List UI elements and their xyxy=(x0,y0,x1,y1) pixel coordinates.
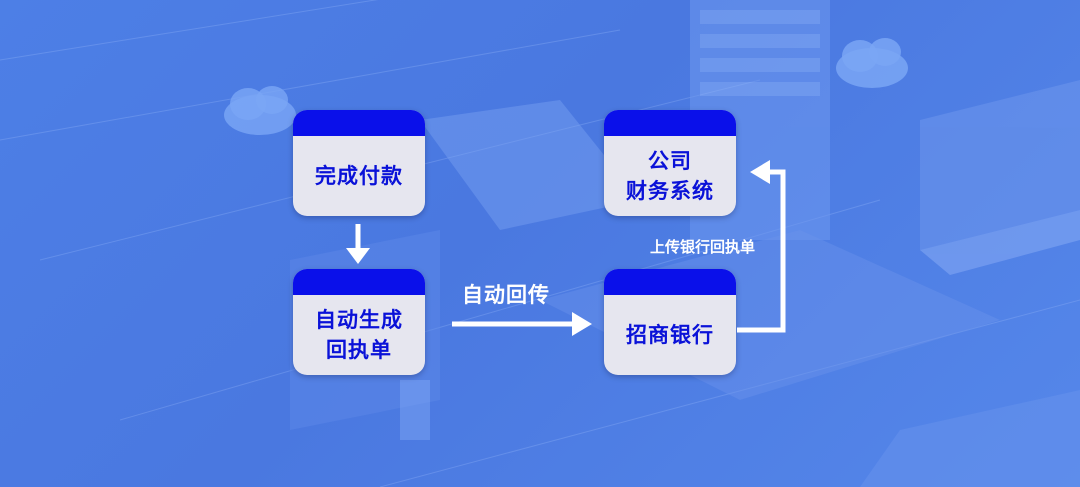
node-label: 完成付款 xyxy=(293,136,425,216)
laptop-icon xyxy=(920,80,1080,275)
node-complete-payment: 完成付款 xyxy=(293,110,425,216)
node-label-line: 自动生成 xyxy=(315,308,403,332)
node-header xyxy=(604,110,736,136)
node-header xyxy=(293,269,425,295)
node-label: 公司 财务系统 xyxy=(604,136,736,216)
node-label-line: 完成付款 xyxy=(315,164,403,188)
edge-label-auto-return: 自动回传 xyxy=(462,283,550,307)
node-company-finance: 公司 财务系统 xyxy=(604,110,736,216)
node-label-line: 公司 xyxy=(648,149,692,173)
cloud-icon xyxy=(224,86,296,135)
node-label-line: 财务系统 xyxy=(626,179,714,203)
node-label-line: 回执单 xyxy=(326,338,392,362)
node-header xyxy=(604,269,736,295)
node-label: 自动生成 回执单 xyxy=(293,295,425,375)
server-rack-icon xyxy=(400,380,430,440)
node-cmb-bank: 招商银行 xyxy=(604,269,736,375)
node-generate-receipt: 自动生成 回执单 xyxy=(293,269,425,375)
node-header xyxy=(293,110,425,136)
edge-label-upload-receipt: 上传银行回执单 xyxy=(650,238,756,256)
cloud-icon xyxy=(836,38,908,88)
node-label: 招商银行 xyxy=(604,295,736,375)
tablet-icon xyxy=(420,100,640,230)
node-label-line: 招商银行 xyxy=(626,323,714,347)
